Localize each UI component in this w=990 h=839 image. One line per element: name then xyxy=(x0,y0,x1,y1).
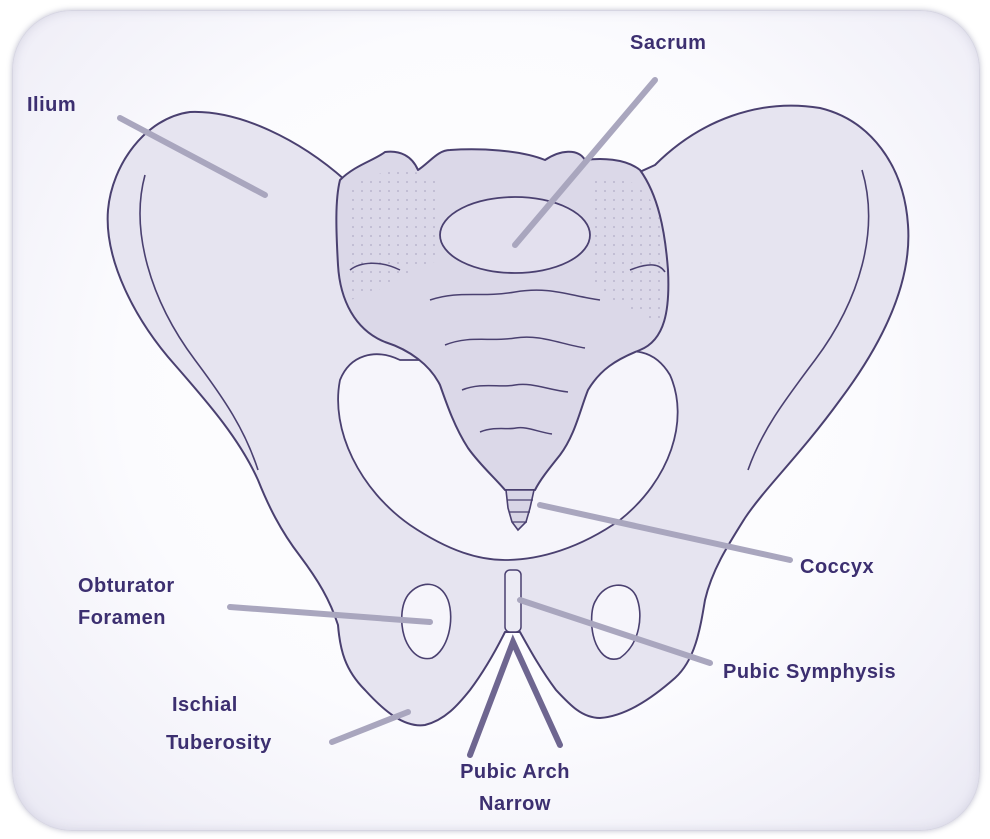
ischial-pointer xyxy=(332,712,408,742)
ischial-tuberosity-label-line2: Tuberosity xyxy=(166,731,272,755)
pubic-symphysis-label: Pubic Symphysis xyxy=(723,660,896,684)
pubic-arch-label-line2: Narrow xyxy=(435,792,595,816)
obturator-foramen-label-line2: Foramen xyxy=(78,606,166,630)
pubic-arch-label-line1: Pubic Arch xyxy=(435,760,595,784)
ischial-tuberosity-label-line1: Ischial xyxy=(172,693,238,717)
obturator-foramen-label-line1: Obturator xyxy=(78,574,175,598)
coccyx-label: Coccyx xyxy=(800,555,874,579)
sacral-promontory xyxy=(440,197,590,273)
ilium-label: Ilium xyxy=(27,93,76,117)
sacrum-label: Sacrum xyxy=(630,31,706,55)
